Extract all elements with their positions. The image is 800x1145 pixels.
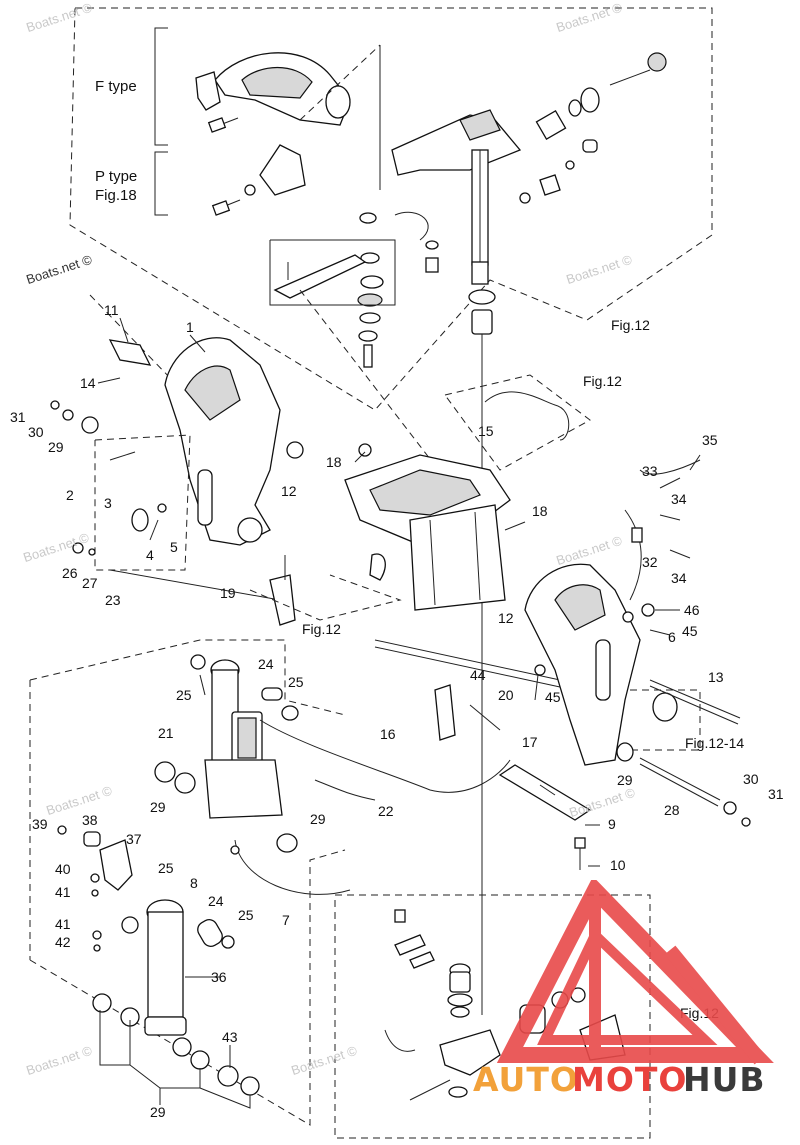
part-callout[interactable]: 16 xyxy=(380,726,396,742)
part-callout[interactable]: 10 xyxy=(610,857,626,873)
automotohub-logo-icon xyxy=(496,880,774,1065)
part-callout[interactable]: 3 xyxy=(104,495,112,511)
p-type-label: P type xyxy=(95,168,138,185)
part-callout[interactable]: 29 xyxy=(310,811,326,827)
part-callout[interactable]: 29 xyxy=(150,799,166,815)
part-callout[interactable]: 24 xyxy=(258,656,274,672)
part-callout[interactable]: 33 xyxy=(642,463,658,479)
part-callout[interactable]: 26 xyxy=(62,565,78,581)
figure-ref[interactable]: Fig.12 xyxy=(302,621,341,637)
part-callout[interactable]: 29 xyxy=(48,439,64,455)
part-callout[interactable]: 36 xyxy=(211,969,227,985)
part-callout[interactable]: 46 xyxy=(684,602,700,618)
part-callout[interactable]: 12 xyxy=(281,483,297,499)
part-callout[interactable]: 39 xyxy=(32,816,48,832)
figure-ref[interactable]: Fig.12-14 xyxy=(685,735,745,751)
part-callout[interactable]: 25 xyxy=(158,860,174,876)
brand-word-moto: MOTO xyxy=(572,1060,688,1099)
part-callout[interactable]: 38 xyxy=(82,812,98,828)
part-callout[interactable]: 34 xyxy=(671,491,687,507)
part-callout[interactable]: 41 xyxy=(55,916,71,932)
part-callout[interactable]: 1 xyxy=(186,319,194,335)
part-callout[interactable]: 18 xyxy=(326,454,342,470)
part-callout[interactable]: 21 xyxy=(158,725,174,741)
part-callout[interactable]: 37 xyxy=(126,831,142,847)
part-callout[interactable]: 29 xyxy=(150,1104,166,1120)
part-callout[interactable]: 20 xyxy=(498,687,514,703)
part-callout[interactable]: 17 xyxy=(522,734,538,750)
part-callout[interactable]: 44 xyxy=(470,667,486,683)
part-callout[interactable]: 15 xyxy=(478,423,494,439)
part-callout[interactable]: 11 xyxy=(104,302,119,318)
part-callout[interactable]: 14 xyxy=(80,375,96,391)
part-callout[interactable]: 25 xyxy=(288,674,304,690)
part-callout[interactable]: 35 xyxy=(702,432,718,448)
f-type-label: F type xyxy=(95,78,137,95)
brand-word-hub: HUB xyxy=(683,1060,766,1099)
part-callout[interactable]: 30 xyxy=(28,424,44,440)
part-callout[interactable]: 34 xyxy=(671,570,687,586)
part-callout[interactable]: 12 xyxy=(498,610,514,626)
part-callout[interactable]: 24 xyxy=(208,893,224,909)
part-callout[interactable]: 40 xyxy=(55,861,71,877)
part-callout[interactable]: 18 xyxy=(532,503,548,519)
part-callout[interactable]: 4 xyxy=(146,547,154,563)
part-callout[interactable]: 43 xyxy=(222,1029,238,1045)
part-callout[interactable]: 25 xyxy=(176,687,192,703)
part-callout[interactable]: 2 xyxy=(66,487,74,503)
part-callout[interactable]: 45 xyxy=(682,623,698,639)
part-callout[interactable]: 28 xyxy=(664,802,680,818)
part-callout[interactable]: 19 xyxy=(220,585,236,601)
part-callout[interactable]: 45 xyxy=(545,689,561,705)
part-callout[interactable]: 23 xyxy=(105,592,121,608)
p-type-fig-ref: Fig.18 xyxy=(95,187,137,204)
part-callout[interactable]: 41 xyxy=(55,884,71,900)
part-callout[interactable]: 22 xyxy=(378,803,394,819)
part-callout[interactable]: 31 xyxy=(10,409,26,425)
figure-ref[interactable]: Fig.12 xyxy=(611,317,650,333)
brand-word-auto: AUTO xyxy=(473,1060,579,1099)
part-callout[interactable]: 7 xyxy=(282,912,290,928)
part-callout[interactable]: 42 xyxy=(55,934,71,950)
part-callout[interactable]: 13 xyxy=(708,669,724,685)
part-callout[interactable]: 32 xyxy=(642,554,658,570)
figure-ref[interactable]: Fig.12 xyxy=(583,373,622,389)
part-callout[interactable]: 29 xyxy=(617,772,633,788)
part-callout[interactable]: 25 xyxy=(238,907,254,923)
part-callout[interactable]: 9 xyxy=(608,816,616,832)
part-callout[interactable]: 30 xyxy=(743,771,759,787)
part-callout[interactable]: 8 xyxy=(190,875,198,891)
part-callout[interactable]: 5 xyxy=(170,539,178,555)
part-callout[interactable]: 31 xyxy=(768,786,784,802)
part-callout[interactable]: 6 xyxy=(668,629,676,645)
part-callout[interactable]: 27 xyxy=(82,575,98,591)
